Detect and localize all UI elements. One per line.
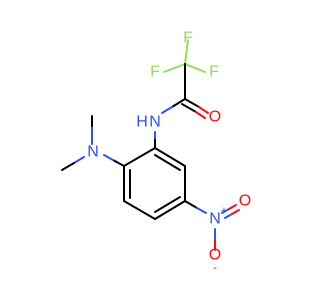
ring-bond-4-5 (154, 200, 186, 220)
ring-bond-3-4 (123, 200, 156, 220)
nitro-nitrogen-label: N (209, 211, 221, 228)
bond-no-right-1a (221, 208, 230, 214)
bond-ring-nme2-a (112, 159, 125, 167)
ring-bond-6-1-inner (154, 154, 181, 171)
bond-no-right-2b (231, 209, 240, 215)
bond-c-nh-a (171, 98, 186, 108)
amide-hydrogen-label: H (136, 114, 148, 131)
bond-co-2b (195, 111, 206, 119)
fluorine-right-label: F (209, 64, 219, 81)
carbonyl-oxygen-label: O (209, 109, 221, 126)
bonds (61, 39, 240, 251)
bond-co-1a (184, 98, 200, 108)
bond-n-methyl-left-b (61, 162, 75, 171)
bond-co-1b (198, 106, 209, 114)
bond-c-f-top (184, 39, 189, 65)
amide-nitrogen-label: N (149, 114, 161, 131)
atom-labels: F F F N H O N N + O O - (87, 30, 251, 275)
molecule-structure: F F F N H O N N + O O - (61, 30, 251, 275)
bond-n-methyl-left-a (73, 156, 85, 164)
nitro-plus-charge: + (221, 205, 227, 217)
bond-c-nh-b (161, 106, 173, 114)
bond-c-f-left (163, 63, 186, 73)
molecule-canvas: F F F N H O N N + O O - (61, 30, 251, 275)
bond-c-f-right (184, 63, 206, 73)
bond-ring-nme2-b (103, 154, 114, 161)
fluorine-top-label: F (183, 30, 193, 47)
bond-no-right-1b (228, 204, 237, 210)
ring-bond-6-1 (154, 147, 186, 167)
nitro-oxygen-bottom-label: O (209, 247, 221, 264)
ring-bond-4-5-inner (154, 196, 181, 213)
dimethylamino-nitrogen-label: N (87, 144, 99, 161)
ring-bond-1-2 (123, 147, 156, 167)
nitro-oxygen-right-label: O (239, 193, 251, 210)
bond-ring-no2-b (196, 207, 207, 214)
fluorine-left-label: F (150, 64, 160, 81)
bond-ring-no2-a (184, 200, 198, 209)
bond-co-2a (181, 103, 197, 113)
bond-no-right-2a (224, 213, 233, 219)
nitro-minus-charge: - (213, 262, 217, 274)
